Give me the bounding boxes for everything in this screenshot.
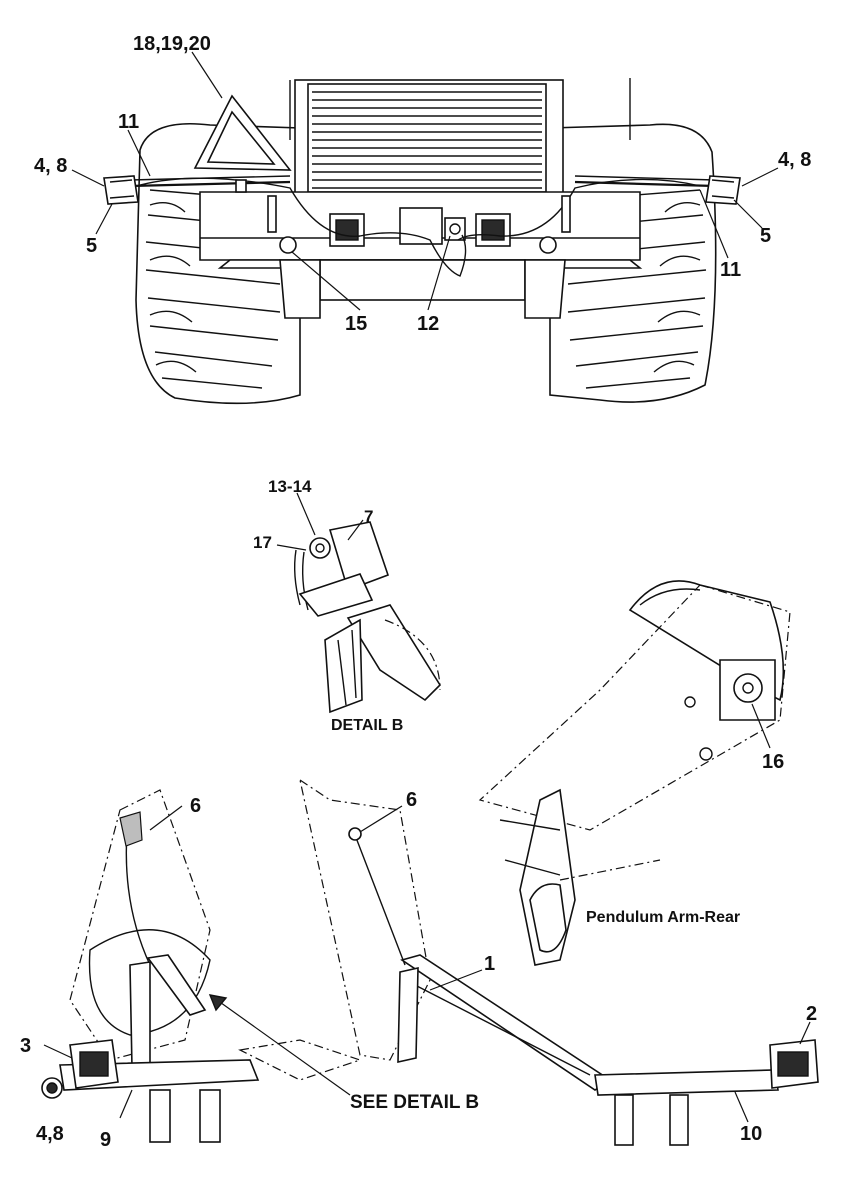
callout-4-8-right: 4, 8 (778, 149, 811, 171)
tractor-rear-view (103, 78, 741, 405)
callout-5-left: 5 (86, 235, 97, 257)
rear-work-lamps (279, 207, 557, 254)
callout-1: 1 (484, 953, 495, 975)
left-light-bracket-assembly (41, 789, 362, 1143)
callout-labels: 18,19,20 11 4, 8 5 15 12 4, 8 5 11 13-14… (20, 33, 817, 1151)
callout-13-14: 13-14 (268, 477, 312, 496)
light-bar-wiring (129, 175, 716, 277)
warning-lamp-left (103, 175, 139, 205)
callout-5-right: 5 (760, 225, 771, 247)
callout-9: 9 (100, 1129, 111, 1151)
callout-7: 7 (364, 507, 373, 526)
callout-16: 16 (762, 751, 784, 773)
callout-2: 2 (806, 1003, 817, 1025)
callout-11-right: 11 (720, 259, 741, 281)
pendulum-arm-illustration (478, 580, 791, 966)
tractor-body (289, 78, 631, 201)
callout-10: 10 (740, 1123, 762, 1145)
top-callout-leaders (71, 51, 779, 311)
caption-see-detail-b: SEE DETAIL B (350, 1092, 479, 1113)
callout-6-right: 6 (406, 789, 417, 811)
warning-lamp-right (705, 175, 741, 205)
callout-4-8-bottom: 4,8 (36, 1123, 64, 1145)
right-light-bracket-assembly (299, 778, 819, 1146)
callout-17: 17 (253, 533, 272, 552)
callout-15: 15 (345, 313, 367, 335)
caption-pendulum-arm-rear: Pendulum Arm-Rear (586, 909, 740, 926)
callout-11-left: 11 (118, 111, 139, 133)
callout-6-left: 6 (190, 795, 201, 817)
callout-12: 12 (417, 313, 439, 335)
callout-3: 3 (20, 1035, 31, 1057)
caption-detail-b: DETAIL B (331, 717, 403, 734)
smv-sign (193, 94, 292, 171)
detail-b-illustration (276, 492, 442, 714)
callout-18-19-20: 18,19,20 (133, 33, 211, 55)
callout-4-8-left: 4, 8 (34, 155, 67, 177)
